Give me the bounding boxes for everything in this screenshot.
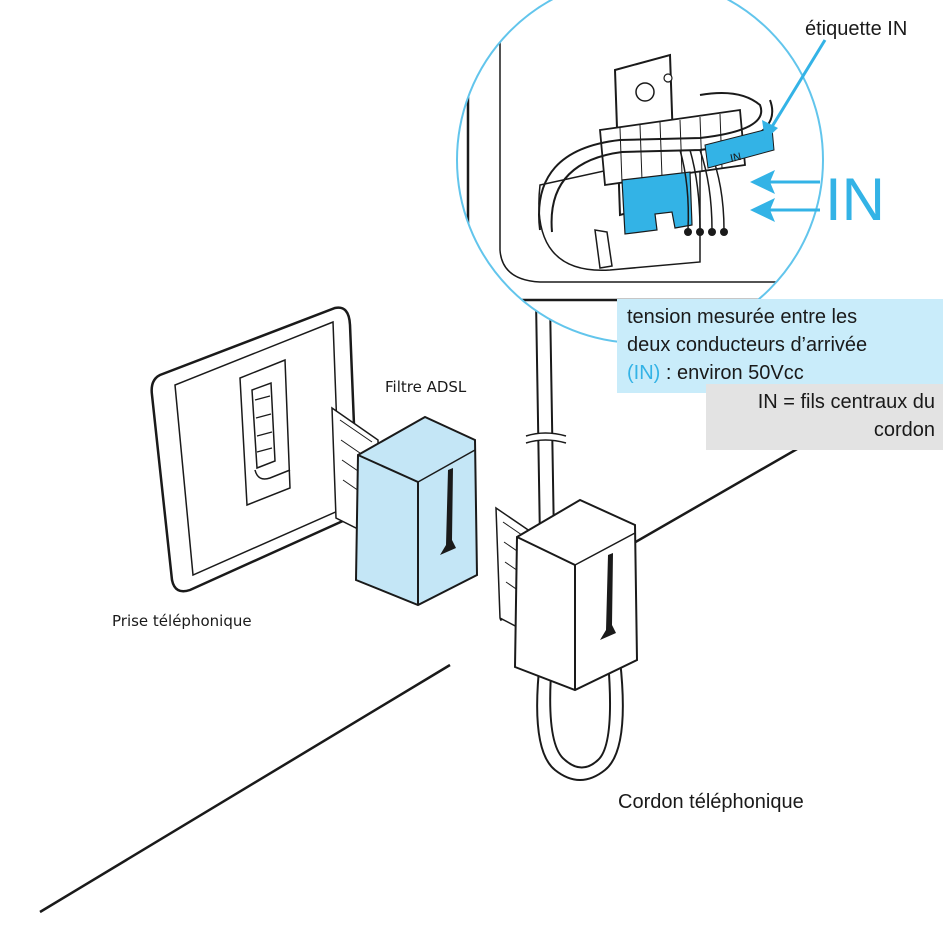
tension-rest: : environ 50Vcc [660,362,804,384]
wall-socket [150,306,359,593]
adsl-filter [331,406,479,607]
phone-plug [495,498,639,692]
in-arrows [750,170,820,222]
in-fils-callout: IN = fils centraux du cordon [706,384,943,450]
filtre-adsl-label: Filtre ADSL [385,378,467,396]
cable [525,299,624,781]
tension-line-2: deux conducteurs d’arrivée [627,334,868,356]
tension-line-3: (IN) : environ 50Vcc [627,359,935,387]
in-fils-line-1: IN = fils centraux du [757,391,935,413]
etiquette-arrow [768,39,827,131]
tension-in: (IN) [627,362,661,384]
zoom-detail [457,0,823,343]
tension-callout: tension mesurée entre les deux conducteu… [617,299,943,393]
etiquette-label: étiquette IN [805,18,908,40]
prise-label: Prise téléphonique [112,612,252,630]
in-fils-line-2: cordon [873,419,935,441]
big-in-label: IN [825,166,885,233]
tension-line-1: tension mesurée entre les [627,306,858,328]
cordon-label: Cordon téléphonique [618,791,804,813]
in-tag-text: IN [729,151,742,165]
